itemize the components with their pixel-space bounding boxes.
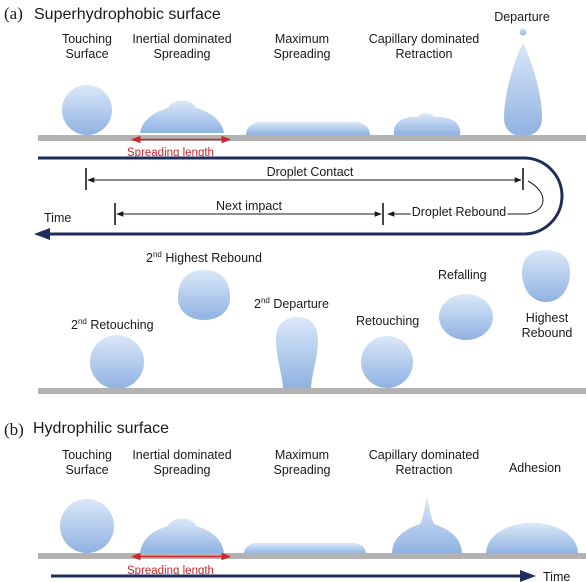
time-label-b: Time <box>543 570 570 582</box>
droplet-second-departure <box>276 317 318 388</box>
surface-b <box>38 553 586 559</box>
surface-a-bottom <box>38 388 586 394</box>
b-stage-label-inertial-2: Spreading <box>154 463 211 477</box>
stage-label-maximum-2: Spreading <box>274 47 331 61</box>
droplet-rebound-label: Droplet Rebound <box>412 205 507 219</box>
timeline-arrowhead <box>34 228 50 240</box>
time-arrowhead-b <box>520 570 536 582</box>
droplet-inertial-spreading <box>140 100 224 133</box>
b-stage-label-maximum: Maximum <box>275 448 329 462</box>
droplet-departure <box>504 42 542 136</box>
stage-label-capillary: Capillary dominated <box>369 32 480 46</box>
b-stage-label-maximum-2: Spreading <box>274 463 331 477</box>
droplet-maximum-spreading <box>246 121 370 135</box>
b-stage-label-adhesion: Adhesion <box>509 461 561 475</box>
second-departure-label: 2nd Departure <box>254 296 329 311</box>
second-retouching-label: 2nd Retouching <box>71 317 154 332</box>
panel-b-stage-labels: Touching Surface Inertial dominated Spre… <box>62 448 561 477</box>
b-droplet-capillary-retraction <box>392 496 462 554</box>
b-droplet-inertial-spreading <box>140 518 224 553</box>
surface-a-top <box>38 135 586 141</box>
b-stage-label-touching: Touching <box>62 448 112 462</box>
b-droplet-touching <box>60 499 114 553</box>
stage-label-inertial: Inertial dominated <box>132 32 231 46</box>
stage-label-inertial-2: Spreading <box>154 47 211 61</box>
panel-a-top-droplets <box>62 28 542 136</box>
b-stage-label-touching-2: Surface <box>65 463 108 477</box>
droplet-refalling <box>439 294 493 340</box>
time-label-a: Time <box>44 211 71 225</box>
rebound-labels: 2nd Highest Rebound 2nd Retouching 2nd D… <box>71 250 572 340</box>
b-stage-label-capillary-2: Retraction <box>396 463 453 477</box>
b-droplet-adhesion <box>486 523 578 554</box>
panel-b-letter: (b) <box>4 420 24 439</box>
droplet-second-retouching <box>90 335 144 389</box>
stage-label-capillary-2: Retraction <box>396 47 453 61</box>
droplet-rebound-hook <box>387 180 544 217</box>
timeline-u-arrow <box>38 156 564 236</box>
droplet-retouching <box>361 336 413 388</box>
panel-a-letter: (a) <box>4 4 23 23</box>
highest-rebound-label-2: Rebound <box>522 326 573 340</box>
droplet-highest-rebound <box>522 250 570 302</box>
b-stage-label-inertial: Inertial dominated <box>132 448 231 462</box>
retouching-label: Retouching <box>356 314 419 328</box>
timeline-ticks <box>85 168 524 225</box>
panel-a-title: Superhydrophobic surface <box>34 6 221 23</box>
droplet-contact-label: Droplet Contact <box>267 165 354 179</box>
refalling-label: Refalling <box>438 268 487 282</box>
panel-b-title: Hydrophilic surface <box>33 420 169 437</box>
second-highest-rebound-label: 2nd Highest Rebound <box>146 250 262 265</box>
stage-label-touching-2: Surface <box>65 47 108 61</box>
spreading-length-label-b: Spreading length <box>127 565 214 577</box>
rebound-droplets <box>90 250 570 389</box>
panel-b-droplets <box>60 496 578 554</box>
stage-label-departure: Departure <box>494 10 550 24</box>
next-impact-label: Next impact <box>216 199 283 213</box>
highest-rebound-label: Highest <box>526 311 569 325</box>
stage-label-maximum: Maximum <box>275 32 329 46</box>
stage-label-touching: Touching <box>62 32 112 46</box>
panel-a-stage-labels: Touching Surface Inertial dominated Spre… <box>62 10 550 61</box>
b-stage-label-capillary: Capillary dominated <box>369 448 480 462</box>
droplet-capillary-retraction <box>393 113 461 135</box>
droplet-touching <box>62 85 112 135</box>
droplet-departure-satellite <box>519 28 527 36</box>
droplet-second-highest-rebound <box>177 270 231 320</box>
b-droplet-maximum-spreading <box>244 542 366 554</box>
spreading-length-label-a: Spreading length <box>127 147 214 159</box>
